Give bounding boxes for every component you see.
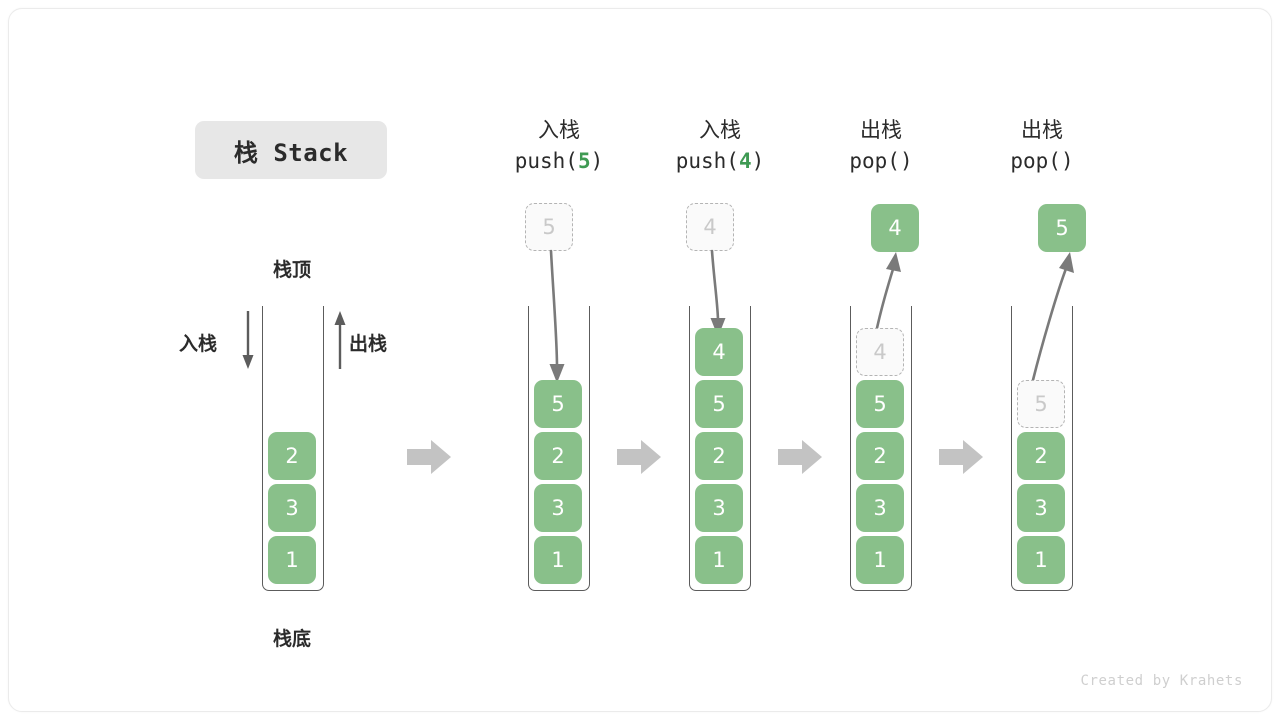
stack-bottom-label: 栈底	[272, 628, 311, 650]
op-code-suffix: )	[590, 149, 604, 173]
flow-arrow-icon	[407, 440, 451, 474]
stack-container-initial	[262, 306, 324, 591]
page-title: 栈 Stack	[195, 121, 387, 179]
stack-container-push-4	[689, 306, 751, 591]
stack-cell: 4	[695, 328, 743, 376]
push-motion-arrow-icon	[710, 249, 726, 337]
flow-arrow-icon	[617, 440, 661, 474]
stack-cell: 2	[534, 432, 582, 480]
stack-cell: 1	[1017, 536, 1065, 584]
op-code-arg: 4	[738, 149, 752, 173]
op-code-arg: 5	[577, 149, 591, 173]
op-code-prefix: push(	[675, 149, 739, 173]
stack-cell: 1	[534, 536, 582, 584]
op-code-prefix: push(	[514, 149, 578, 173]
stack-cell: 3	[534, 484, 582, 532]
flow-arrow-icon	[939, 440, 983, 474]
op-code-suffix: )	[1060, 149, 1074, 173]
stack-cell: 3	[695, 484, 743, 532]
stack-cell: 5	[695, 380, 743, 428]
stack-cell: 3	[856, 484, 904, 532]
stack-cell: 2	[695, 432, 743, 480]
push-direction-label: 入栈	[179, 333, 218, 355]
column-op-cn: 出栈	[1021, 118, 1063, 142]
stack-top-label: 栈顶	[272, 259, 311, 281]
pop-direction-label: 出栈	[349, 333, 388, 355]
page-title-text: 栈 Stack	[233, 138, 349, 167]
stack-cell: 2	[1017, 432, 1065, 480]
column-op-code: pop()	[801, 145, 961, 177]
stack-cell: 5	[534, 380, 582, 428]
pop-motion-arrow-icon	[1031, 252, 1074, 382]
floating-cell-ghost: 4	[686, 203, 734, 251]
push-motion-arrow-icon	[549, 249, 565, 383]
stack-cell: 3	[268, 484, 316, 532]
column-op-code: push(4)	[640, 145, 800, 177]
flow-arrow-icon	[778, 440, 822, 474]
floating-cell-popped: 4	[871, 204, 919, 252]
column-op-cn: 入栈	[538, 118, 580, 142]
column-op-code: push(5)	[479, 145, 639, 177]
stack-cell: 3	[1017, 484, 1065, 532]
floating-cell-popped: 5	[1038, 204, 1086, 252]
op-code-prefix: pop(	[849, 149, 900, 173]
column-header-push-4: 入栈 push(4)	[640, 115, 800, 177]
floating-cell-ghost: 5	[525, 203, 573, 251]
stack-cell-ghost: 5	[1017, 380, 1065, 428]
stack-cell: 1	[268, 536, 316, 584]
stack-cell: 5	[856, 380, 904, 428]
pop-direction-arrow-icon	[334, 311, 346, 369]
stack-cell-ghost: 4	[856, 328, 904, 376]
stack-cell: 2	[856, 432, 904, 480]
stack-cell: 2	[268, 432, 316, 480]
pop-motion-arrow-icon	[875, 252, 901, 330]
stack-container-pop-4	[850, 306, 912, 591]
diagram-card: 栈 Stack 栈顶 入栈 出栈 1 3 2 栈底 入栈 pu	[8, 8, 1272, 712]
stack-cell: 1	[856, 536, 904, 584]
column-op-code: pop()	[962, 145, 1122, 177]
op-code-suffix: )	[751, 149, 765, 173]
op-code-suffix: )	[899, 149, 913, 173]
column-op-cn: 入栈	[699, 118, 741, 142]
stack-container-push-5	[528, 306, 590, 591]
column-header-pop-4: 出栈 pop()	[801, 115, 961, 177]
stack-container-pop-5	[1011, 306, 1073, 591]
column-header-pop-5: 出栈 pop()	[962, 115, 1122, 177]
column-op-cn: 出栈	[860, 118, 902, 142]
column-header-push-5: 入栈 push(5)	[479, 115, 639, 177]
credit-text: Created by Krahets	[1080, 673, 1243, 689]
stack-cell: 1	[695, 536, 743, 584]
op-code-prefix: pop(	[1010, 149, 1061, 173]
push-direction-arrow-icon	[242, 311, 254, 369]
